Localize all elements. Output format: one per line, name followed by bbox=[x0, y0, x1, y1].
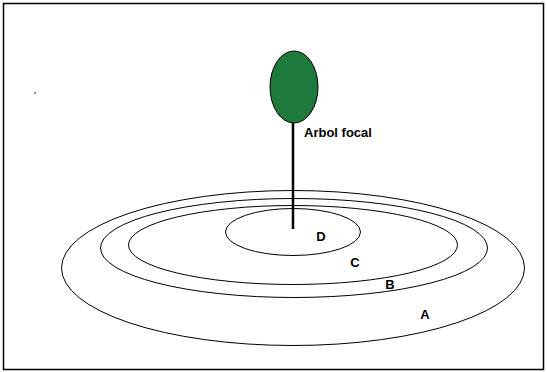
ring-letter: B bbox=[385, 278, 394, 291]
ring-letter: A bbox=[420, 308, 429, 321]
ring-outline bbox=[225, 208, 361, 256]
ring-letter: D bbox=[316, 230, 325, 243]
ring-ellipse bbox=[101, 199, 488, 298]
ring-ellipse bbox=[129, 206, 458, 285]
tree-crown bbox=[270, 51, 318, 123]
ring-zone: BCD bbox=[100, 198, 488, 298]
tree-label: Arbol focal bbox=[304, 126, 372, 139]
ring-zone: CD bbox=[128, 205, 458, 285]
ring-zone: ABCD bbox=[61, 190, 525, 346]
ring-ellipse bbox=[62, 191, 525, 346]
ring-outline bbox=[61, 190, 525, 346]
ring-zone: D bbox=[225, 208, 361, 256]
frame-border bbox=[4, 4, 544, 370]
ring-letter: C bbox=[350, 256, 359, 269]
tree-trunk bbox=[292, 118, 295, 229]
stray-dot bbox=[34, 92, 36, 94]
ring-ellipse bbox=[226, 209, 361, 256]
ring-outline bbox=[128, 205, 458, 285]
ring-outline bbox=[100, 198, 488, 298]
